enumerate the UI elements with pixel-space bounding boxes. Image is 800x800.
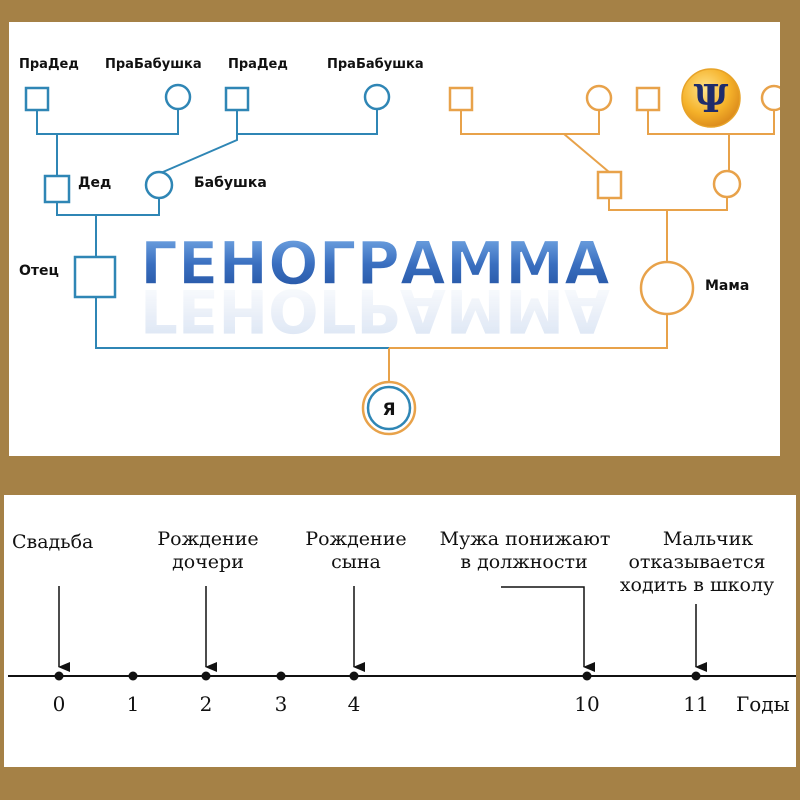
- tick-dot-4: [349, 671, 359, 681]
- great-grandfather-2-label: ПраДед: [228, 57, 288, 72]
- great-grandmother-2-node: [363, 83, 391, 111]
- tick-label-2: 2: [200, 692, 213, 716]
- paternal-lines: [36, 110, 390, 362]
- maternal-great-grandfather-2-node: [635, 86, 661, 112]
- great-grandfather-1-node: [24, 86, 50, 112]
- genogram-panel: Я ПраДед ПраБабушка ПраДед ПраБабушка Де…: [9, 22, 780, 456]
- tick-label-1: 1: [127, 692, 140, 716]
- grandfather-node: [43, 174, 71, 204]
- event-school-line-2: ходить в школу: [620, 574, 774, 596]
- tick-dot-10: [582, 671, 592, 681]
- tick-dot-2: [201, 671, 211, 681]
- event-daughter-line-0: Рождение: [157, 528, 258, 550]
- maternal-grandmother-node: [712, 169, 742, 199]
- grandfather-label: Дед: [78, 175, 111, 191]
- event-demotion-line-0: Мужа понижают: [440, 528, 611, 550]
- tick-dot-0: [54, 671, 64, 681]
- tick-dot-11: [691, 671, 701, 681]
- grandmother-node: [144, 170, 174, 200]
- event-school-line-0: Мальчик: [663, 528, 753, 550]
- genogram-title-reflection: ГЕНОГРАММА: [140, 275, 611, 345]
- event-wedding-line-0: Свадьба: [12, 531, 93, 553]
- mother-node: [639, 260, 695, 316]
- event-daughter-line-1: дочери: [172, 551, 244, 573]
- great-grandmother-2-label: ПраБабушка: [327, 57, 424, 72]
- event-school-line-1: отказывается: [628, 551, 765, 573]
- father-label: Отец: [19, 263, 59, 279]
- grandmother-label: Бабушка: [194, 175, 267, 191]
- maternal-great-grandmother-1-node: [585, 84, 613, 112]
- mother-label: Мама: [705, 278, 749, 294]
- great-grandmother-1-label: ПраБабушка: [105, 57, 202, 72]
- timeline-dots: [54, 671, 701, 681]
- great-grandmother-1-node: [164, 83, 192, 111]
- axis-label: Годы: [736, 692, 790, 716]
- father-node: [73, 255, 117, 299]
- genogram-title-group: ГЕНОГРАММА ГЕНОГРАММА: [139, 228, 611, 345]
- maternal-grandfather-node: [596, 170, 623, 200]
- genogram-diagram: Я ПраДед ПраБабушка ПраДед ПраБабушка Де…: [19, 57, 780, 436]
- self-label: Я: [382, 400, 395, 420]
- tick-label-0: 0: [53, 692, 66, 716]
- maternal-great-grandmother-2-node: [760, 84, 780, 112]
- event-arrows: [58, 586, 707, 672]
- tick-dot-3: [276, 671, 286, 681]
- tick-label-11: 11: [683, 692, 708, 716]
- event-son-line-1: сына: [331, 551, 381, 573]
- tick-dot-1: [128, 671, 138, 681]
- event-demotion-line-1: в должности: [460, 551, 587, 573]
- tick-label-3: 3: [275, 692, 288, 716]
- genogram-title: ГЕНОГРАММА: [140, 229, 611, 299]
- psi-logo: Ψ: [681, 68, 741, 128]
- psi-icon: Ψ: [694, 76, 729, 121]
- arrow-demotion: [501, 586, 595, 672]
- tick-label-4: 4: [348, 692, 361, 716]
- self-node: Я: [361, 380, 417, 436]
- timeline-diagram: 0 1 2 3 4 10 11 Годы Свадьба Рождение до…: [8, 528, 796, 716]
- timeline-panel: 0 1 2 3 4 10 11 Годы Свадьба Рождение до…: [4, 495, 796, 767]
- great-grandfather-2-node: [224, 86, 250, 112]
- maternal-great-grandfather-1-node: [448, 86, 474, 112]
- event-son-line-0: Рождение: [305, 528, 406, 550]
- great-grandfather-1-label: ПраДед: [19, 57, 79, 72]
- maternal-lines: [388, 110, 775, 382]
- tick-label-10: 10: [574, 692, 599, 716]
